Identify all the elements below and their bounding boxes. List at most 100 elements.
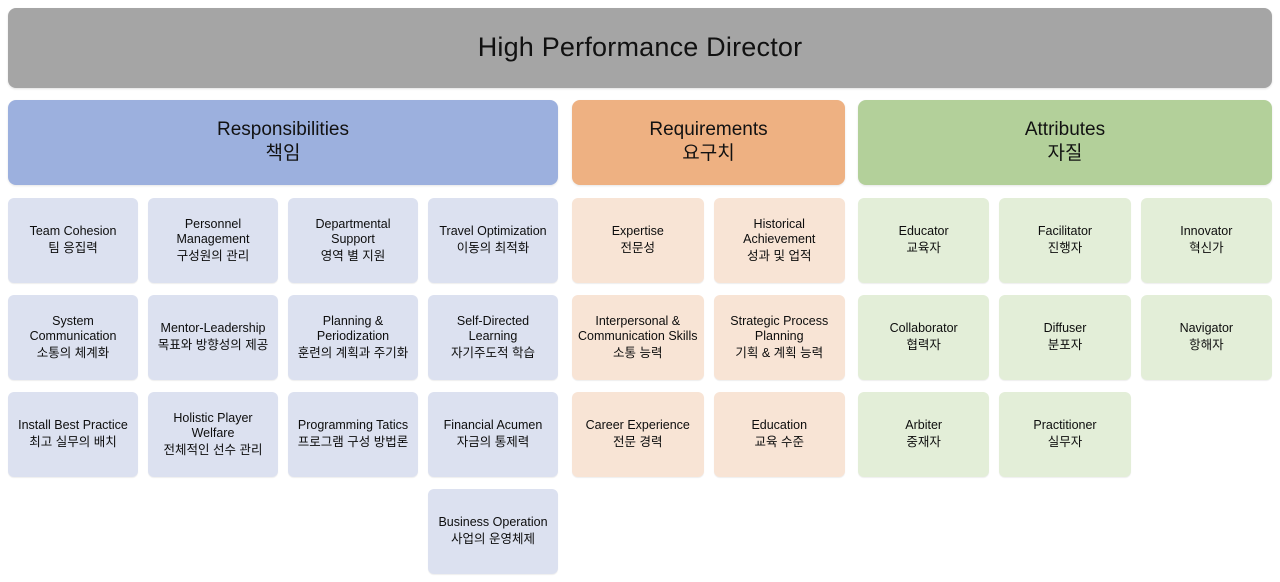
card-label-en: Holistic Player Welfare xyxy=(173,410,253,441)
card-row: System Communication 소통의 체계화 Mentor-Lead… xyxy=(8,295,558,380)
card-practitioner[interactable]: Practitioner 실무자 xyxy=(999,392,1131,477)
card-personnel-management[interactable]: Personnel Management 구성원의 관리 xyxy=(148,198,278,283)
card-row: Collaborator 협력자 Diffuser 분포자 Navigator … xyxy=(858,295,1272,380)
card-label-en: Install Best Practice xyxy=(18,418,128,433)
card-self-directed-learning[interactable]: Self-Directed Learning 자기주도적 학습 xyxy=(428,295,558,380)
card-column-requirements: Expertise 전문성 Historical Achievement 성과 … xyxy=(572,198,845,489)
card-education[interactable]: Education 교육 수준 xyxy=(713,392,845,477)
card-label-en: Departmental Support xyxy=(315,216,391,247)
card-label-en: Expertise xyxy=(611,224,664,239)
card-label-ko: 이동의 최적화 xyxy=(456,241,530,256)
card-label-en: Travel Optimization xyxy=(439,224,547,239)
card-diffuser[interactable]: Diffuser 분포자 xyxy=(999,295,1131,380)
card-label-ko: 전체적인 선수 관리 xyxy=(163,442,263,457)
card-label-en: Career Experience xyxy=(585,418,690,433)
card-label-ko: 훈련의 계획과 주기화 xyxy=(297,345,409,360)
card-expertise[interactable]: Expertise 전문성 xyxy=(572,198,704,283)
card-row: Team Cohesion 팀 응집력 Personnel Management… xyxy=(8,198,558,283)
card-label-en: Mentor-Leadership xyxy=(160,321,266,336)
card-label-ko: 자금의 통제력 xyxy=(456,435,530,450)
card-facilitator[interactable]: Facilitator 진행자 xyxy=(999,198,1131,283)
card-navigator[interactable]: Navigator 항해자 xyxy=(1140,295,1272,380)
card-business-operation[interactable]: Business Operation 사업의 운영체제 xyxy=(428,489,558,574)
section-title-ko: 요구치 xyxy=(682,143,735,165)
card-label-en: Team Cohesion xyxy=(29,224,117,239)
section-title-ko: 자질 xyxy=(1047,143,1083,165)
card-interpersonal-communication-skills[interactable]: Interpersonal & Communication Skills 소통 … xyxy=(572,295,704,380)
card-label-en: Personnel Management xyxy=(176,216,250,247)
card-row: Interpersonal & Communication Skills 소통 … xyxy=(572,295,845,380)
card-label-en: Business Operation xyxy=(438,515,548,530)
card-label-en: System Communication xyxy=(29,313,117,344)
card-label-en: Programming Tatics xyxy=(297,418,409,433)
card-label-en: Diffuser xyxy=(1043,321,1087,336)
card-label-ko: 혁신가 xyxy=(1189,241,1224,256)
section-header-requirements: Requirements 요구치 xyxy=(572,100,845,185)
card-planning-periodization[interactable]: Planning & Periodization 훈련의 계획과 주기화 xyxy=(288,295,418,380)
card-label-ko: 교육 수준 xyxy=(754,435,804,450)
card-collaborator[interactable]: Collaborator 협력자 xyxy=(858,295,990,380)
card-label-en: Education xyxy=(751,418,808,433)
card-system-communication[interactable]: System Communication 소통의 체계화 xyxy=(8,295,138,380)
card-label-ko: 전문성 xyxy=(620,241,655,256)
card-mentor-leadership[interactable]: Mentor-Leadership 목표와 방향성의 제공 xyxy=(148,295,278,380)
card-strategic-process-planning[interactable]: Strategic Process Planning 기획 & 계획 능력 xyxy=(713,295,845,380)
card-label-en: Practitioner xyxy=(1033,418,1097,433)
card-label-ko: 실무자 xyxy=(1047,435,1083,450)
card-row: Install Best Practice 최고 실무의 배치 Holistic… xyxy=(8,392,558,477)
card-label-ko: 항해자 xyxy=(1189,338,1224,353)
card-historical-achievement[interactable]: Historical Achievement 성과 및 업적 xyxy=(713,198,845,283)
section-title-en: Responsibilities xyxy=(216,119,349,141)
card-label-ko: 소통의 체계화 xyxy=(36,345,110,360)
card-career-experience[interactable]: Career Experience 전문 경력 xyxy=(572,392,704,477)
card-label-ko: 최고 실무의 배치 xyxy=(29,435,117,450)
card-label-ko: 사업의 운영체제 xyxy=(451,532,535,547)
card-label-en: Navigator xyxy=(1179,321,1234,336)
card-install-best-practice[interactable]: Install Best Practice 최고 실무의 배치 xyxy=(8,392,138,477)
card-label-ko: 성과 및 업적 xyxy=(747,248,812,263)
page-title: High Performance Director xyxy=(477,32,803,63)
card-travel-optimization[interactable]: Travel Optimization 이동의 최적화 xyxy=(428,198,558,283)
card-label-ko: 교육자 xyxy=(906,241,941,256)
card-label-en: Collaborator xyxy=(889,321,958,336)
section-title-ko: 책임 xyxy=(265,143,301,165)
card-arbiter[interactable]: Arbiter 중재자 xyxy=(858,392,990,477)
card-label-ko: 협력자 xyxy=(906,338,941,353)
card-label-en: Planning & Periodization xyxy=(316,313,390,344)
card-innovator[interactable]: Innovator 혁신가 xyxy=(1140,198,1272,283)
card-label-ko: 진행자 xyxy=(1047,241,1083,256)
section-header-responsibilities: Responsibilities 책임 xyxy=(8,100,558,185)
card-label-ko: 자기주도적 학습 xyxy=(451,345,535,360)
section-title-en: Attributes xyxy=(1024,119,1106,141)
section-title-en: Requirements xyxy=(649,119,768,141)
card-row: Career Experience 전문 경력 Education 교육 수준 xyxy=(572,392,845,477)
card-label-en: Innovator xyxy=(1180,224,1233,239)
card-label-en: Financial Acumen xyxy=(443,418,543,433)
card-row: Educator 교육자 Facilitator 진행자 Innovator 혁… xyxy=(858,198,1272,283)
card-label-en: Facilitator xyxy=(1037,224,1093,239)
card-label-en: Strategic Process Planning xyxy=(730,313,829,344)
card-label-en: Educator xyxy=(898,224,949,239)
card-departmental-support[interactable]: Departmental Support 영역 별 지원 xyxy=(288,198,418,283)
page-title-bar: High Performance Director xyxy=(8,8,1272,88)
card-label-en: Interpersonal & Communication Skills xyxy=(578,313,698,344)
card-label-ko: 분포자 xyxy=(1047,338,1083,353)
card-row: Business Operation 사업의 운영체제 xyxy=(428,489,558,574)
card-label-ko: 영역 별 지원 xyxy=(320,248,386,263)
card-team-cohesion[interactable]: Team Cohesion 팀 응집력 xyxy=(8,198,138,283)
card-label-ko: 중재자 xyxy=(906,435,941,450)
card-label-ko: 전문 경력 xyxy=(613,435,663,450)
card-label-ko: 소통 능력 xyxy=(613,345,663,360)
card-column-attributes: Educator 교육자 Facilitator 진행자 Innovator 혁… xyxy=(858,198,1272,489)
card-financial-acumen[interactable]: Financial Acumen 자금의 통제력 xyxy=(428,392,558,477)
card-holistic-player-welfare[interactable]: Holistic Player Welfare 전체적인 선수 관리 xyxy=(148,392,278,477)
card-row: Expertise 전문성 Historical Achievement 성과 … xyxy=(572,198,845,283)
card-educator[interactable]: Educator 교육자 xyxy=(858,198,990,283)
card-label-en: Arbiter xyxy=(905,418,943,433)
card-label-ko: 프로그램 구성 방법론 xyxy=(297,435,409,450)
card-label-ko: 팀 응집력 xyxy=(48,241,98,256)
card-label-en: Historical Achievement xyxy=(743,216,816,247)
card-programming-tatics[interactable]: Programming Tatics 프로그램 구성 방법론 xyxy=(288,392,418,477)
card-label-en: Self-Directed Learning xyxy=(456,313,530,344)
